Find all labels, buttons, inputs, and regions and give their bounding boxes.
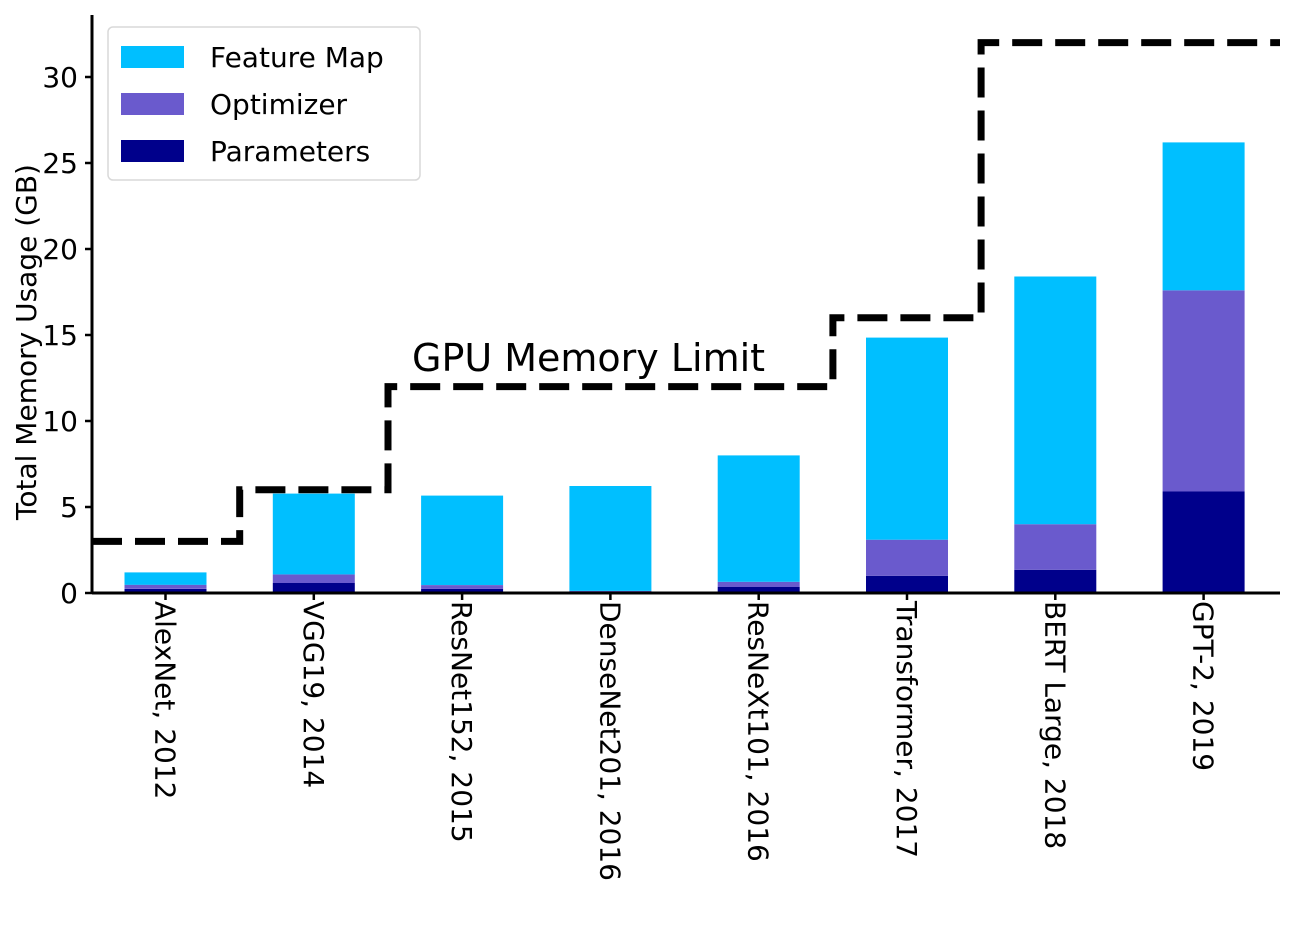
bars-layer (124, 142, 1245, 593)
legend-frame (107, 26, 421, 181)
y-ticks: 0 5 10 15 20 25 30 (42, 61, 92, 610)
bar-feature-map-gpt-2-2019 (1162, 142, 1245, 291)
x-ticks: AlexNet, 2012 VGG19, 2014 ResNet152, 2015 D… (149, 593, 1220, 881)
x-tick-label-alexnet-2012: AlexNet, 2012 (149, 601, 182, 799)
bar-feature-map-resnext101-2016 (717, 455, 800, 582)
bar-feature-map-resnet152-2015 (421, 495, 504, 585)
legend-swatch-parameters (121, 140, 184, 162)
bar-optimizer-bert-large-2018 (1014, 524, 1097, 570)
y-axis-label: Total Memory Usage (GB) (10, 164, 43, 521)
bar-parameters-gpt-2-2019 (1162, 491, 1245, 593)
bar-feature-map-transformer-2017 (866, 337, 948, 540)
bar-optimizer-gpt-2-2019 (1162, 290, 1245, 492)
x-tick-label-resnet152-2015: ResNet152, 2015 (445, 601, 478, 843)
bar-optimizer-densenet201-2016 (569, 590, 652, 592)
bar-optimizer-transformer-2017 (866, 539, 948, 576)
axes-layer (90, 15, 1280, 595)
y-tick-label: 15 (42, 319, 78, 352)
y-tick-label: 0 (60, 577, 78, 610)
gpu-limit-label: GPU Memory Limit (412, 336, 765, 380)
gpu-memory-limit-line (92, 39, 1280, 545)
x-tick-label-gpt-2-2019: GPT-2, 2019 (1187, 601, 1220, 771)
bar-parameters-bert-large-2018 (1014, 569, 1097, 593)
y-tick-label: 30 (42, 61, 78, 94)
bar-parameters-resnext101-2016 (717, 587, 800, 593)
legend-swatch-optimizer (121, 93, 184, 115)
legend-label-feature-map: Feature Map (210, 41, 384, 74)
gpu-limit-layer (92, 39, 1280, 545)
y-tick-label: 20 (42, 233, 78, 266)
x-tick-label-vgg19-2014: VGG19, 2014 (297, 601, 330, 788)
bar-optimizer-vgg19-2014 (272, 574, 355, 583)
bar-feature-map-densenet201-2016 (569, 486, 652, 591)
y-tick-label: 10 (42, 405, 78, 438)
bar-parameters-vgg19-2014 (272, 583, 355, 593)
y-tick-label: 5 (60, 491, 78, 524)
legend-swatch-feature-map (121, 46, 184, 68)
bar-optimizer-resnext101-2016 (717, 581, 800, 587)
x-tick-label-bert-large-2018: BERT Large, 2018 (1038, 601, 1071, 849)
legend-label-parameters: Parameters (210, 135, 370, 168)
bar-optimizer-resnet152-2015 (421, 585, 504, 589)
bar-parameters-resnet152-2015 (421, 588, 504, 593)
y-tick-label: 25 (42, 147, 78, 180)
legend-label-optimizer: Optimizer (210, 88, 348, 121)
bar-optimizer-alexnet-2012 (124, 584, 207, 589)
bar-feature-map-bert-large-2018 (1014, 276, 1097, 525)
bar-parameters-alexnet-2012 (124, 588, 207, 593)
x-tick-label-transformer-2017: Transformer, 2017 (890, 600, 923, 858)
x-tick-label-densenet201-2016: DenseNet201, 2016 (593, 601, 626, 881)
bar-parameters-transformer-2017 (866, 575, 948, 593)
bar-feature-map-alexnet-2012 (124, 572, 207, 585)
x-tick-label-resnext101-2016: ResNeXt101, 2016 (742, 601, 775, 862)
bar-feature-map-vgg19-2014 (272, 493, 355, 575)
